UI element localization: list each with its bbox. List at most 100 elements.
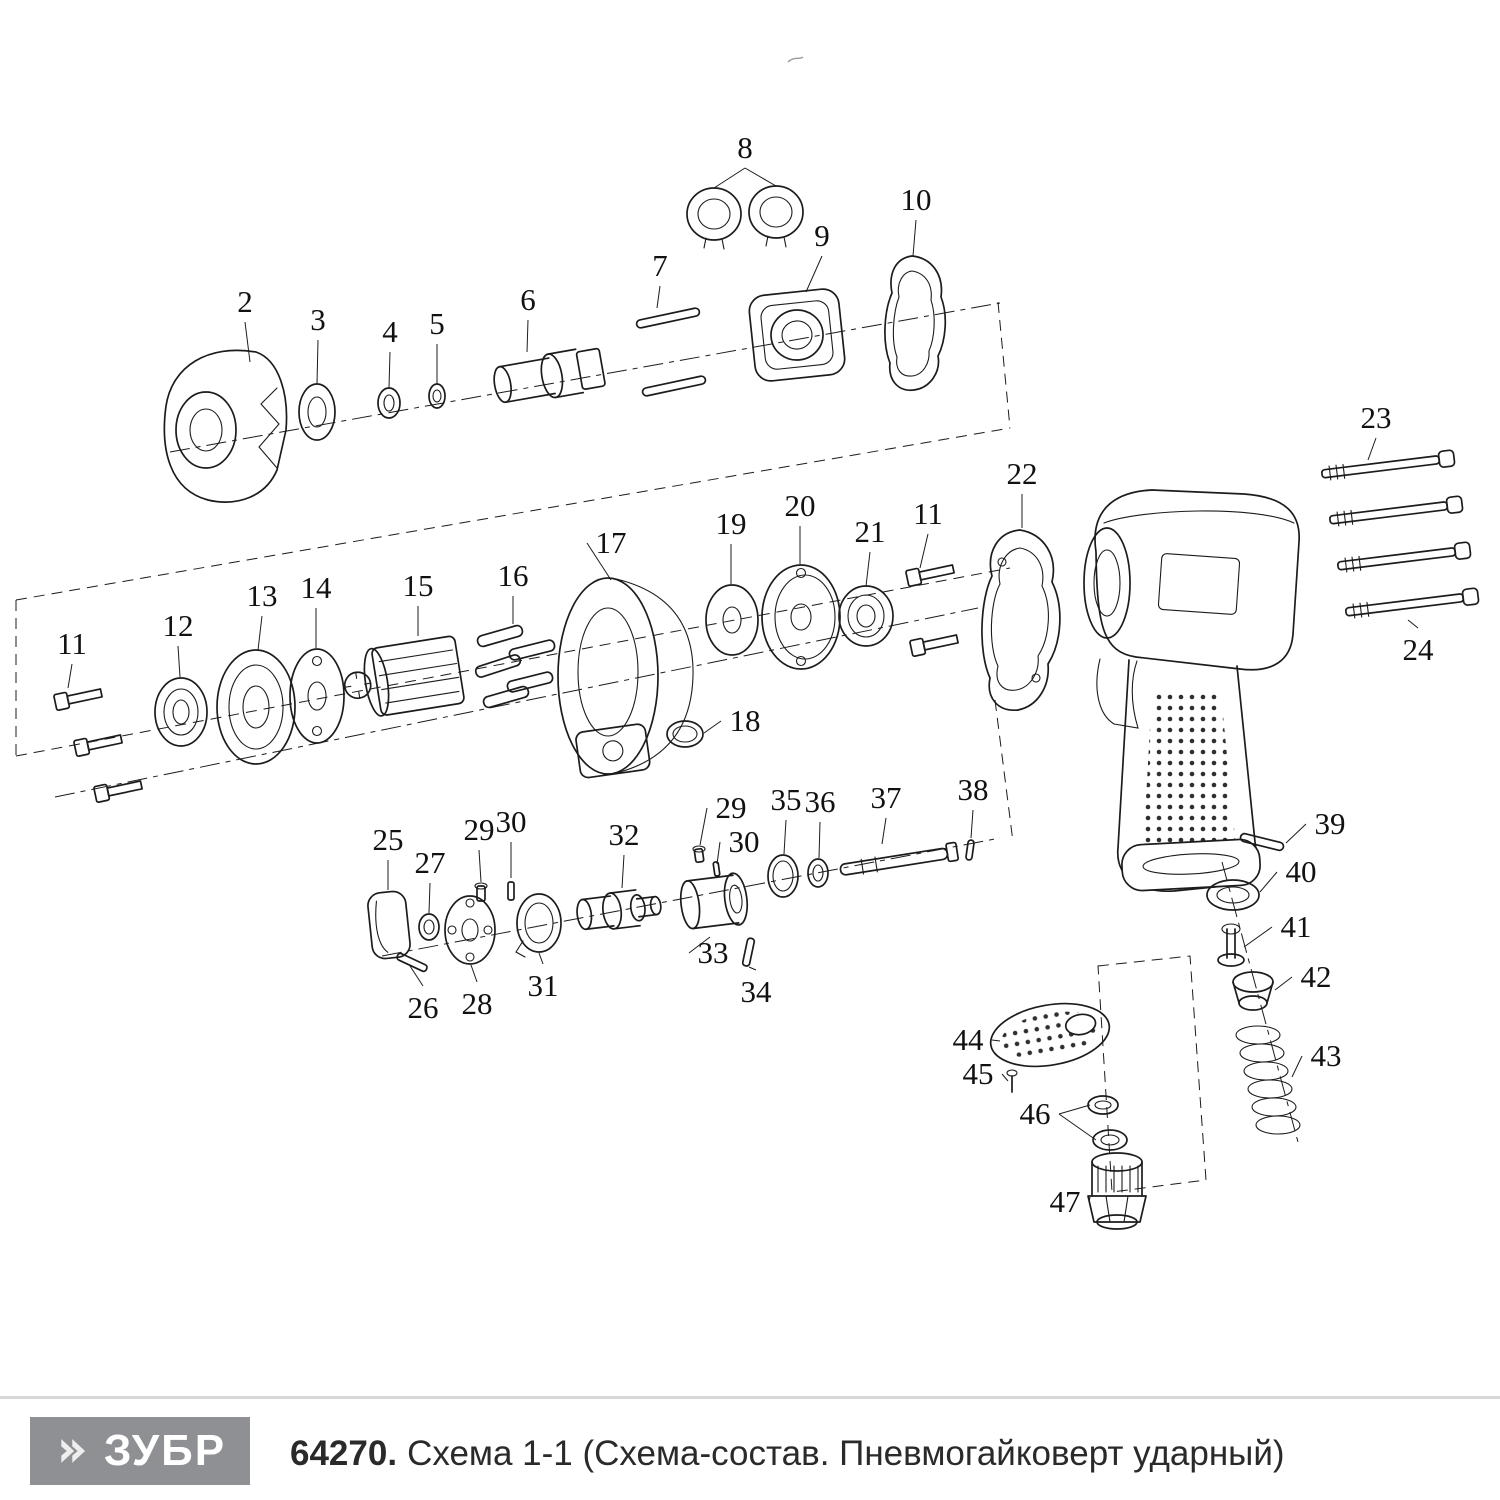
screw — [72, 730, 124, 758]
housing-label-plate — [1157, 553, 1241, 615]
part-28-valve-plate — [444, 895, 496, 965]
callout-number-16: 16 — [498, 558, 529, 593]
zubr-logo: ЗУБР — [30, 1417, 250, 1485]
callout-number-26: 26 — [408, 990, 439, 1025]
callout-leader-36 — [818, 821, 821, 859]
callout-leader-12 — [177, 645, 181, 678]
part-15-rotor — [343, 635, 465, 717]
part-12-bearing — [154, 677, 208, 747]
part-3-retainer-ring — [298, 383, 336, 441]
part-36-washer — [807, 858, 829, 888]
callout-leader-2 — [244, 321, 251, 363]
callout-leader-29 — [699, 807, 708, 846]
callout-number-22: 22 — [1007, 456, 1038, 491]
part-19-shim — [705, 584, 759, 656]
callout-leader-35 — [783, 819, 787, 855]
part-35-o-ring — [767, 854, 799, 898]
callout-number-25: 25 — [373, 822, 404, 857]
housing-base-cap — [1121, 838, 1261, 892]
part-42-valve-seat — [1232, 971, 1274, 1011]
construction-line — [15, 567, 1011, 757]
bolt-24 — [1336, 541, 1472, 575]
part-44-muffler-cover — [989, 1002, 1111, 1068]
diagram-code: 64270. — [290, 1434, 398, 1473]
construction-line — [994, 699, 1014, 843]
callout-number-30: 30 — [496, 804, 527, 839]
callout-leader-30 — [716, 841, 721, 865]
callout-leader-37 — [881, 817, 887, 845]
center-axis-upper — [169, 302, 1001, 453]
vane — [475, 623, 525, 649]
construction-line — [997, 301, 1011, 429]
part-18-o-ring — [666, 720, 704, 748]
callout-leader-21 — [865, 551, 871, 587]
callout-leader-41 — [1243, 926, 1273, 948]
grip-texture — [1143, 692, 1236, 864]
callout-leader-11 — [919, 533, 929, 569]
housing-bolts — [1320, 449, 1480, 621]
callout-number-44: 44 — [953, 1022, 985, 1057]
callout-leader-31 — [538, 952, 544, 965]
callout-number-42: 42 — [1301, 959, 1332, 994]
assembly-inlet-column — [989, 832, 1301, 1230]
callout-number-19: 19 — [716, 506, 747, 541]
scan-artifact — [787, 56, 804, 63]
part-7-pins — [635, 307, 707, 397]
callout-number-5: 5 — [429, 306, 445, 341]
callout-leader-38 — [970, 809, 974, 839]
vane — [473, 652, 523, 680]
callout-number-3: 3 — [310, 302, 326, 337]
part-11-screws-left — [52, 684, 144, 804]
part-4-washer — [377, 387, 401, 419]
part-21-bearing — [838, 585, 894, 647]
callout-number-11: 11 — [913, 496, 943, 531]
callout-number-17: 17 — [596, 525, 627, 560]
part-26-pin — [396, 952, 428, 973]
part-39-pin — [1239, 832, 1285, 852]
callout-number-36: 36 — [805, 784, 836, 819]
zubr-logo-text: ЗУБР — [103, 1426, 227, 1475]
part-32-valve-stem — [576, 889, 662, 931]
callout-leader-24 — [1407, 619, 1419, 629]
callout-number-7: 7 — [652, 248, 668, 283]
construction-lines — [15, 301, 1207, 1193]
callout-number-15: 15 — [403, 568, 434, 603]
part-11-screws-right — [904, 560, 960, 658]
callout-number-43: 43 — [1311, 1038, 1342, 1073]
callout-leader-11 — [67, 663, 73, 689]
part-41-valve-stem — [1217, 923, 1245, 967]
callout-leader-44 — [991, 1039, 1001, 1042]
assembly-upper — [163, 185, 1001, 503]
callout-number-9: 9 — [814, 218, 830, 253]
part-45-screw — [1006, 1069, 1018, 1093]
callout-leader-45 — [1001, 1073, 1009, 1082]
callout-number-29: 29 — [464, 812, 495, 847]
callout-leader-28 — [470, 964, 478, 983]
callout-number-40: 40 — [1286, 854, 1317, 889]
callout-leader-6 — [526, 319, 529, 353]
callout-leader-40 — [1259, 871, 1278, 893]
part-2-hammer-case — [163, 349, 288, 503]
construction-box — [1097, 955, 1207, 1193]
callout-number-23: 23 — [1361, 400, 1392, 435]
zubr-logo-icon — [61, 1439, 85, 1463]
part-46-washers — [1087, 1095, 1128, 1151]
bolt-23 — [1320, 449, 1456, 483]
callout-number-29: 29 — [716, 790, 747, 825]
callout-leader-8 — [744, 167, 777, 187]
callout-leader-46 — [1058, 1113, 1097, 1141]
callout-leader-26 — [409, 965, 424, 987]
assembly-motor-row — [52, 529, 1061, 804]
bolt-24 — [1344, 587, 1480, 621]
part-40-ring — [1206, 879, 1260, 911]
part-47-air-inlet — [1087, 1152, 1147, 1230]
callout-leader-32 — [621, 854, 625, 889]
callout-leader-8 — [713, 167, 746, 189]
callout-number-41: 41 — [1281, 909, 1312, 944]
callout-number-13: 13 — [247, 578, 278, 613]
screw — [904, 560, 956, 588]
part-16-vanes — [473, 623, 557, 710]
callout-leader-33 — [688, 936, 711, 954]
callout-number-46: 46 — [1020, 1096, 1051, 1131]
